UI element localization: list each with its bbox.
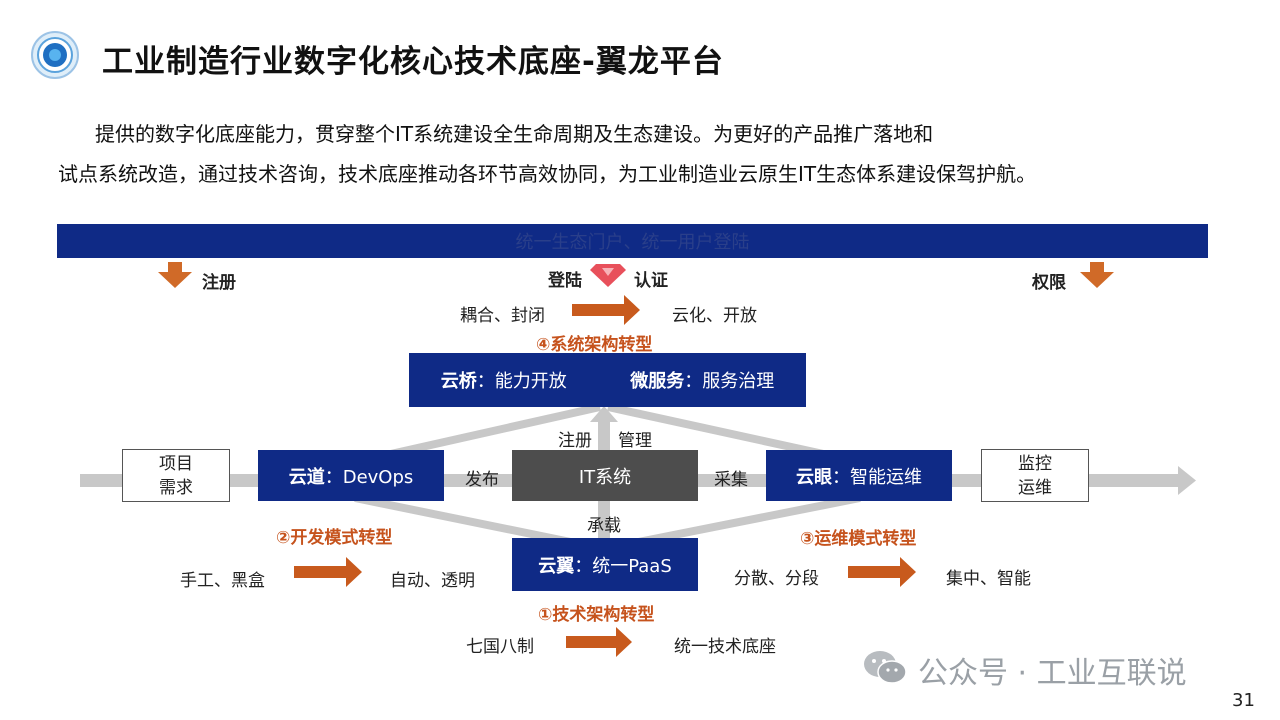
dev-mode-label: ②开发模式转型 [276,528,393,548]
wechat-icon [862,648,908,688]
logo-icon [30,30,80,80]
connector-carry: 承载 [587,516,621,536]
microservice-item: 微服务：服务治理 [630,371,775,392]
down-link [598,500,610,538]
it-system-box: IT系统 [512,450,698,501]
tech-arch-label: ①技术架构转型 [538,605,655,625]
watermark-text: 公众号 · 工业互联说 [918,656,1187,691]
permission-down-arrow [1080,262,1114,288]
yundao-devops-box: 云道：DevOps [258,450,444,501]
unified-portal-text: 统一生态门户、统一用户登陆 [515,232,750,253]
permission-label: 权限 [1032,273,1066,293]
yunyan-ops-box: 云眼：智能运维 [766,450,952,501]
login-down-arrow-glow [602,268,614,276]
ops-mode-to: 集中、智能 [946,569,1031,589]
system-arch-label: ④系统架构转型 [536,335,653,355]
up-arrow-shaft [598,420,610,452]
main-flow-arrowhead [1178,466,1196,495]
yunqiao-microservice-box: 云桥：能力开放 微服务：服务治理 [409,353,806,407]
intro-line-1: 提供的数字化底座能力，贯穿整个IT系统建设全生命周期及生态建设。为更好的产品推广… [95,122,934,146]
intro-line-2: 试点系统改造，通过技术咨询，技术底座推动各环节高效协同，为工业制造业云原生IT生… [58,162,1037,186]
ops-mode-arrow [848,557,916,587]
connector-collect: 采集 [714,470,748,490]
register-down-arrow [158,262,192,288]
system-arch-to: 云化、开放 [672,306,757,326]
page-title: 工业制造行业数字化核心技术底座-翼龙平台 [102,44,724,80]
project-demand-box: 项目 需求 [122,449,230,502]
tech-arch-to: 统一技术底座 [674,637,776,657]
connector-register: 注册 [558,431,592,451]
tech-arch-from: 七国八制 [466,637,534,657]
yunqiao-item: 云桥：能力开放 [440,371,567,392]
register-label: 注册 [202,273,236,293]
system-arch-arrow [572,295,640,325]
ops-mode-label: ③运维模式转型 [800,529,917,549]
ops-mode-from: 分散、分段 [734,569,819,589]
connector-publish: 发布 [465,470,499,490]
tech-arch-arrow [566,627,632,657]
dev-mode-from: 手工、黑盒 [180,571,265,591]
yunyi-paas-box: 云翼：统一PaaS [512,538,698,591]
page-number: 31 [1232,690,1255,711]
system-arch-from: 耦合、封闭 [460,306,545,326]
up-arrow-head [590,406,618,422]
connector-manage: 管理 [618,431,652,451]
dev-mode-to: 自动、透明 [390,571,475,591]
login-label: 登陆 [548,271,582,291]
dev-mode-arrow [294,557,362,587]
monitor-ops-box: 监控 运维 [981,449,1089,502]
unified-portal-banner: 统一生态门户、统一用户登陆 [57,224,1208,258]
auth-label: 认证 [634,271,668,291]
